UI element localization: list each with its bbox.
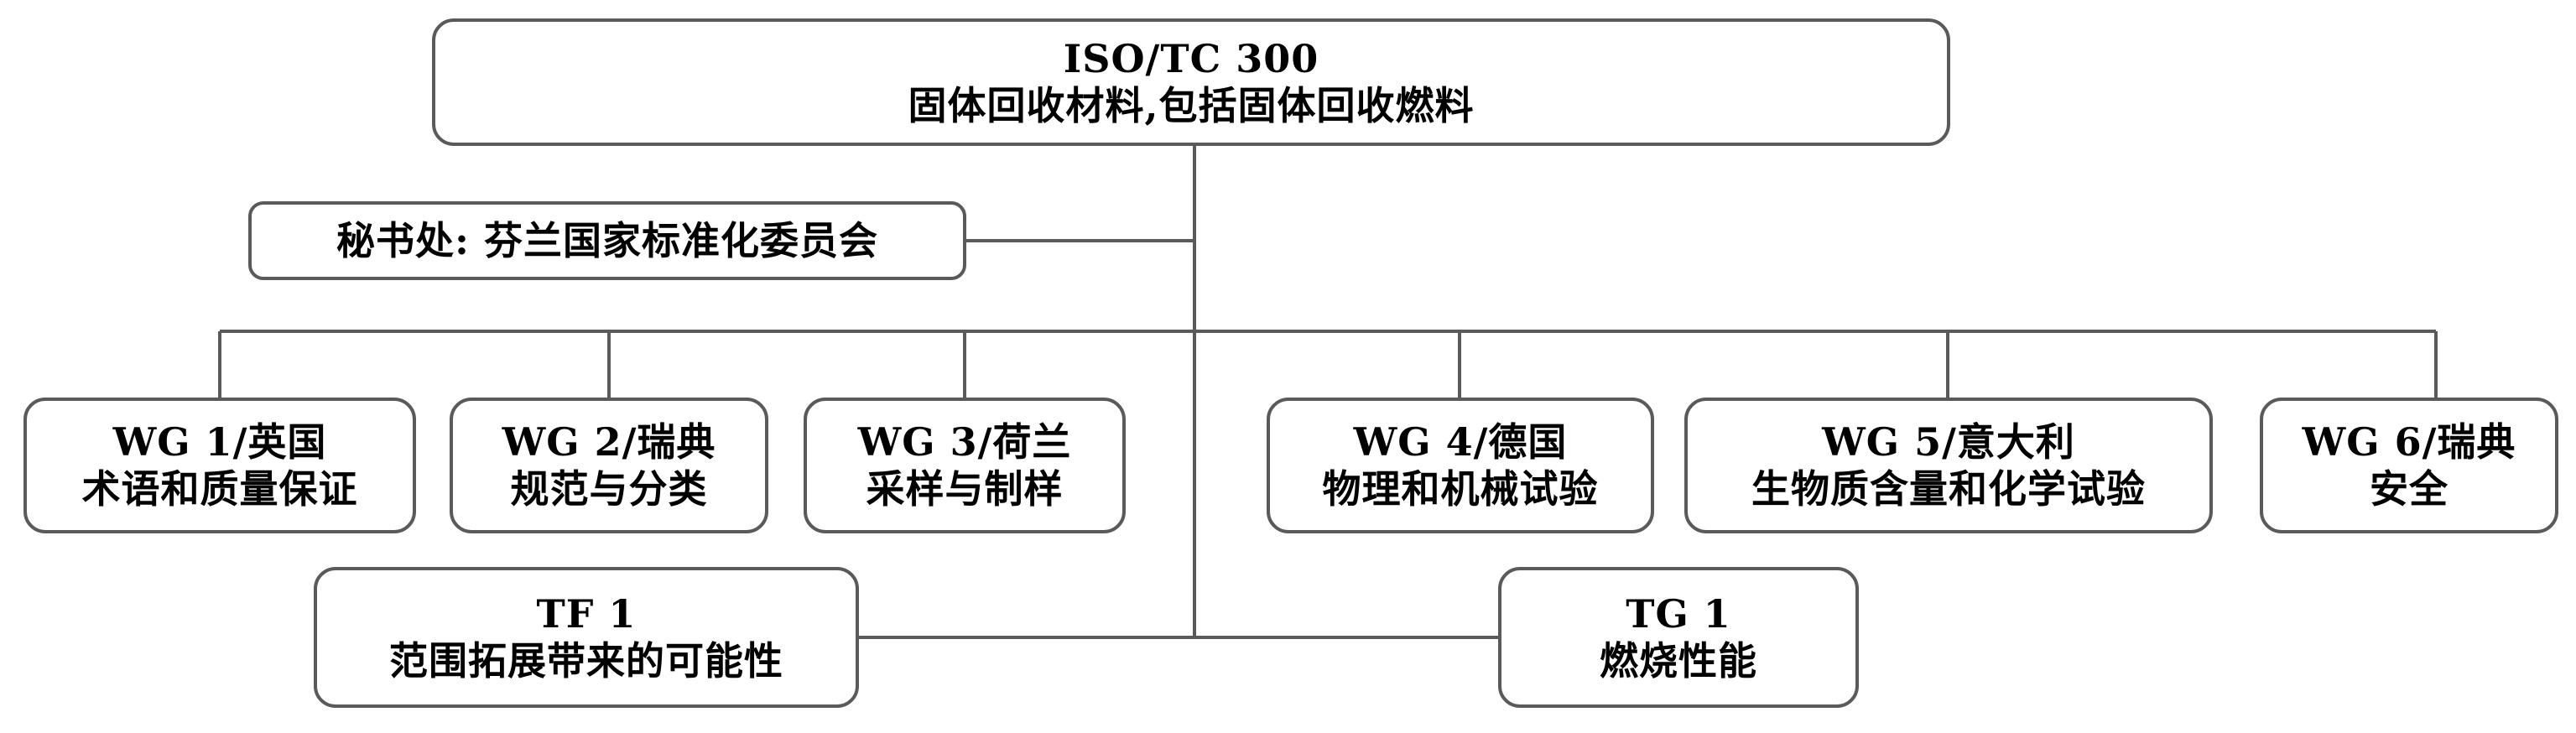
wg-code: WG 5/意大利 [1822,418,2075,465]
wg-title: 规范与分类 [510,466,708,512]
wg-code: WG 1/英国 [112,418,327,465]
wg-code: WG 3/荷兰 [857,418,1072,465]
root-node: ISO/TC 300 固体回收材料,包括固体回收燃料 [432,18,1950,146]
wg-code: WG 2/瑞典 [502,418,716,465]
wg-title: 安全 [2370,466,2449,512]
wg-code: WG 4/德国 [1353,418,1568,465]
secretariat-node: 秘书处: 芬兰国家标准化委员会 [248,201,966,280]
secretariat-text: 秘书处: 芬兰国家标准化委员会 [336,217,878,263]
tg-title: 燃烧性能 [1600,638,1757,684]
root-title: 固体回收材料,包括固体回收燃料 [908,83,1475,128]
wg-node-2: WG 2/瑞典 规范与分类 [450,398,768,533]
wg-node-5: WG 5/意大利 生物质含量和化学试验 [1684,398,2213,533]
wg-node-6: WG 6/瑞典 安全 [2260,398,2558,533]
wg-node-4: WG 4/德国 物理和机械试验 [1267,398,1654,533]
root-code: ISO/TC 300 [1063,35,1319,81]
wg-title: 采样与制样 [866,466,1064,512]
wg-node-3: WG 3/荷兰 采样与制样 [804,398,1126,533]
task-force-node: TF 1 范围拓展带来的可能性 [314,567,859,708]
task-group-node: TG 1 燃烧性能 [1498,567,1859,708]
tf-title: 范围拓展带来的可能性 [389,638,783,684]
wg-title: 物理和机械试验 [1322,466,1599,512]
wg-code: WG 6/瑞典 [2302,418,2516,465]
wg-title: 生物质含量和化学试验 [1751,466,2146,512]
wg-node-1: WG 1/英国 术语和质量保证 [23,398,416,533]
wg-title: 术语和质量保证 [81,466,358,512]
tf-code: TF 1 [536,590,637,637]
tg-code: TG 1 [1626,590,1731,637]
